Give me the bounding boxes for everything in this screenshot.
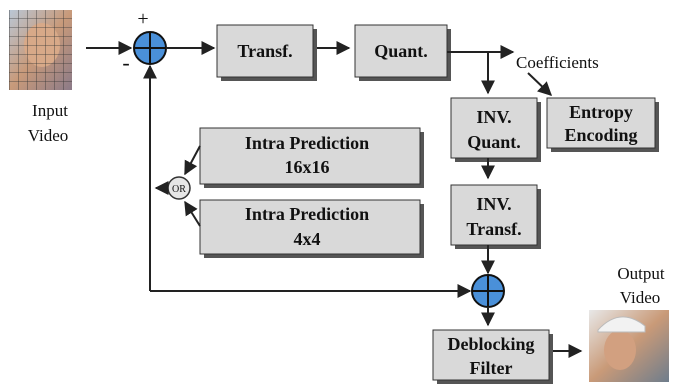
- inv-transf-block: [450, 184, 541, 249]
- inv-quant-label-line2: Quant.: [467, 132, 521, 152]
- or-label: OR: [172, 184, 186, 195]
- intra4-label-line2: 4x4: [294, 229, 321, 249]
- intra16-label-line2: 16x16: [285, 157, 330, 177]
- quant-block: [354, 24, 451, 81]
- inv-transf-label-line2: Transf.: [466, 219, 521, 239]
- deblocking-filter-block: [432, 329, 553, 384]
- output-video-thumbnail: [589, 310, 669, 382]
- input-video-thumbnail: [9, 10, 72, 90]
- input-video-label-line1: Input: [32, 101, 68, 120]
- adder-plus-sign: +: [137, 8, 148, 30]
- transform-block: [216, 24, 317, 81]
- intra16-label-line1: Intra Prediction: [245, 133, 369, 153]
- arrow-intra4-to-or: [184, 200, 201, 227]
- arrow-coefficients-to-entropy: [527, 72, 553, 96]
- deblocking-label-line2: Filter: [470, 358, 513, 378]
- reconstruction-adder: [471, 274, 505, 308]
- intra-prediction-4x4-block: [199, 199, 424, 258]
- transform-block-label: Transf.: [237, 41, 292, 61]
- quant-block-label: Quant.: [374, 41, 428, 61]
- entropy-label-line1: Entropy: [569, 102, 633, 122]
- coefficients-label: Coefficients: [516, 53, 599, 72]
- entropy-encoding-block: [546, 97, 659, 152]
- inv-quant-block: [450, 97, 541, 162]
- output-video-label-line1: Output: [617, 264, 665, 283]
- subtract-adder: [133, 31, 167, 65]
- input-video-label-line2: Video: [28, 126, 69, 145]
- deblocking-label-line1: Deblocking: [447, 334, 534, 354]
- intra4-label-line1: Intra Prediction: [245, 204, 369, 224]
- inv-quant-label-line1: INV.: [476, 107, 511, 127]
- adder-minus-sign: -: [122, 50, 129, 75]
- intra-prediction-16x16-block: [199, 127, 424, 188]
- inv-transf-label-line1: INV.: [476, 194, 511, 214]
- entropy-label-line2: Encoding: [564, 125, 637, 145]
- output-video-label-line2: Video: [620, 288, 661, 307]
- arrow-intra16-to-or: [184, 145, 201, 176]
